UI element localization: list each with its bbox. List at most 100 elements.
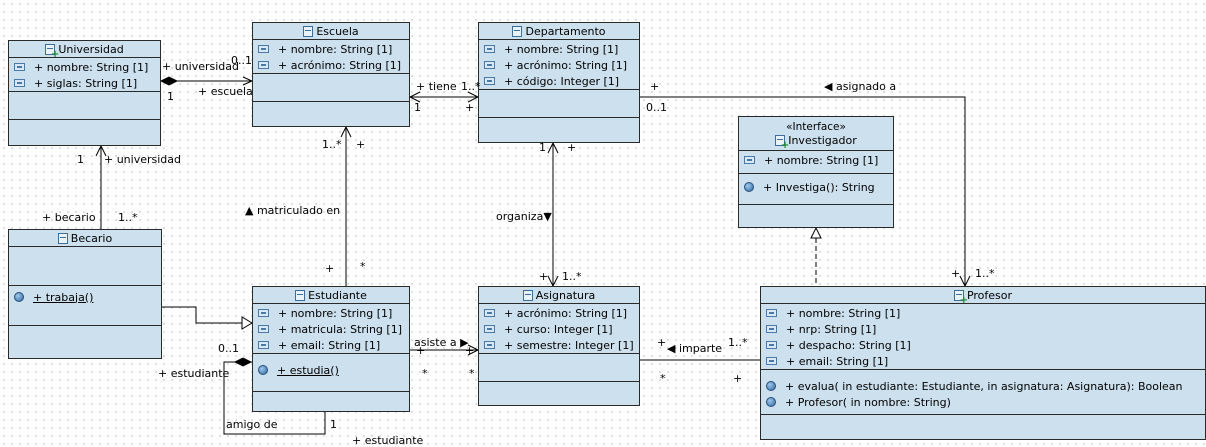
association-name: ◀ imparte — [667, 342, 723, 355]
attribute-icon — [14, 79, 25, 87]
attribute-row[interactable]: + nrp: String [1] — [761, 321, 1205, 337]
navigability-plus: + — [650, 80, 660, 93]
attribute-row[interactable]: + nombre: String [1] — [761, 305, 1205, 321]
association-name: asiste a ▶ — [414, 336, 469, 349]
attribute-icon — [766, 309, 777, 317]
attribute-icon — [484, 45, 495, 53]
operation-row[interactable]: + estudia() — [253, 362, 409, 378]
class-profesor[interactable]: Profesor + nombre: String [1] + nrp: Str… — [760, 286, 1206, 440]
class-becario[interactable]: Becario + trabaja() — [8, 229, 162, 359]
attribute-row[interactable]: + nombre: String [1] — [253, 41, 409, 57]
attribute-row[interactable]: + acrónimo: String [1] — [479, 57, 639, 73]
extra-compartment — [739, 205, 893, 206]
multiplicity-label: 1..* — [728, 336, 748, 349]
attribute-row[interactable]: + nombre: String [1] — [253, 305, 409, 321]
attribute-row[interactable]: + nombre: String [1] — [479, 41, 639, 57]
operation-row[interactable]: + evalua( in estudiante: Estudiante, in … — [761, 378, 1205, 394]
role-label: + universidad — [162, 60, 240, 73]
navigability-plus: + — [465, 101, 475, 114]
attributes-compartment: + nombre: String [1] + acrónimo: String … — [253, 40, 409, 74]
class-departamento[interactable]: Departamento + nombre: String [1] + acró… — [478, 22, 640, 143]
class-header: Asignatura — [479, 287, 639, 304]
attribute-row[interactable]: + semestre: Integer [1] — [479, 337, 639, 353]
class-icon — [522, 289, 533, 301]
navigability-plus: + — [465, 344, 475, 357]
attribute-row[interactable]: + nombre: String [1] — [739, 152, 893, 168]
class-universidad[interactable]: Universidad + nombre: String [1] + sigla… — [8, 40, 161, 146]
attribute-row[interactable]: + código: Integer [1] — [479, 73, 639, 89]
attribute-icon — [484, 341, 495, 349]
class-header: Escuela — [253, 23, 409, 40]
attribute-row[interactable]: + acrónimo: String [1] — [479, 305, 639, 321]
attribute-row[interactable]: + acrónimo: String [1] — [253, 57, 409, 73]
attribute-row[interactable]: + nombre: String [1] — [9, 59, 160, 75]
multiplicity-label: * — [469, 367, 475, 380]
class-estudiante[interactable]: Estudiante + nombre: String [1] + matric… — [252, 286, 410, 412]
multiplicity-label: 1..* — [118, 211, 138, 224]
attributes-compartment: + nombre: String [1] + acrónimo: String … — [479, 40, 639, 90]
class-header: Estudiante — [253, 287, 409, 304]
operations-compartment: + estudia() — [253, 354, 409, 392]
class-name: Asignatura — [535, 288, 596, 302]
attribute-icon — [744, 156, 755, 164]
attribute-icon — [766, 357, 777, 365]
operation-icon — [744, 182, 754, 192]
interface-investigador[interactable]: «Interface» Investigador + nombre: Strin… — [738, 116, 894, 228]
association-name: ◀ asignado a — [824, 80, 897, 93]
class-icon — [57, 232, 68, 244]
operation-row[interactable]: + Profesor( in nombre: String) — [761, 394, 1205, 410]
multiplicity-label: 0..1 — [231, 54, 252, 67]
attribute-row[interactable]: + matricula: String [1] — [253, 321, 409, 337]
navigability-plus: + — [567, 141, 577, 154]
multiplicity-label: 1 — [77, 153, 84, 166]
class-icon — [303, 25, 314, 37]
attribute-row[interactable]: + siglas: String [1] — [9, 75, 160, 91]
attributes-compartment: + acrónimo: String [1] + curso: Integer … — [479, 304, 639, 354]
role-label: + estudiante — [352, 434, 424, 447]
multiplicity-label: 0..1 — [218, 342, 239, 355]
operation-row[interactable]: + Investiga(): String — [739, 179, 893, 195]
operation-row[interactable]: + trabaja() — [9, 289, 161, 305]
attribute-row[interactable]: + despacho: String [1] — [761, 337, 1205, 353]
navigability-plus: + — [325, 262, 335, 275]
attribute-row[interactable]: + email: String [1] — [761, 353, 1205, 369]
attribute-icon — [258, 309, 269, 317]
stereotype-label: «Interface» — [786, 120, 846, 133]
multiplicity-label: 1..* — [461, 80, 481, 93]
operations-compartment — [479, 90, 639, 118]
class-name: Becario — [70, 231, 113, 245]
attribute-row[interactable]: + curso: Integer [1] — [479, 321, 639, 337]
class-escuela[interactable]: Escuela + nombre: String [1] + acrónimo:… — [252, 22, 410, 127]
attribute-icon — [258, 341, 269, 349]
multiplicity-label: 1..* — [975, 267, 995, 280]
class-icon — [953, 289, 968, 306]
multiplicity-label: 1 — [539, 141, 546, 154]
class-name: Universidad — [58, 42, 124, 56]
attribute-row[interactable]: + email: String [1] — [253, 337, 409, 353]
attributes-compartment: + nombre: String [1] + siglas: String [1… — [9, 58, 160, 92]
navigability-plus: + — [657, 336, 667, 349]
interface-icon — [775, 135, 789, 151]
class-asignatura[interactable]: Asignatura + acrónimo: String [1] + curs… — [478, 286, 640, 406]
navigability-plus: + — [416, 344, 426, 357]
operation-icon — [258, 365, 268, 375]
association-name: ▲ matriculado en — [245, 204, 341, 217]
class-header: Departamento — [479, 23, 639, 40]
class-name: Escuela — [316, 24, 359, 38]
operations-compartment: + Investiga(): String — [739, 174, 893, 205]
navigability-plus: + — [733, 372, 743, 385]
attribute-icon — [258, 45, 269, 53]
role-label: + estudiante — [158, 367, 230, 380]
operations-compartment — [253, 74, 409, 102]
role-label: + becario — [42, 211, 96, 224]
multiplicity-label: 1 — [167, 90, 174, 103]
class-header: Becario — [9, 230, 161, 247]
multiplicity-label: * — [660, 372, 666, 385]
multiplicity-label: 0..1 — [646, 101, 667, 114]
attribute-icon — [484, 61, 495, 69]
multiplicity-label: * — [360, 260, 366, 273]
class-header: «Interface» Investigador — [739, 117, 893, 151]
attributes-compartment — [9, 247, 161, 286]
attributes-compartment: + nombre: String [1] + nrp: String [1] +… — [761, 304, 1205, 370]
attribute-icon — [484, 325, 495, 333]
